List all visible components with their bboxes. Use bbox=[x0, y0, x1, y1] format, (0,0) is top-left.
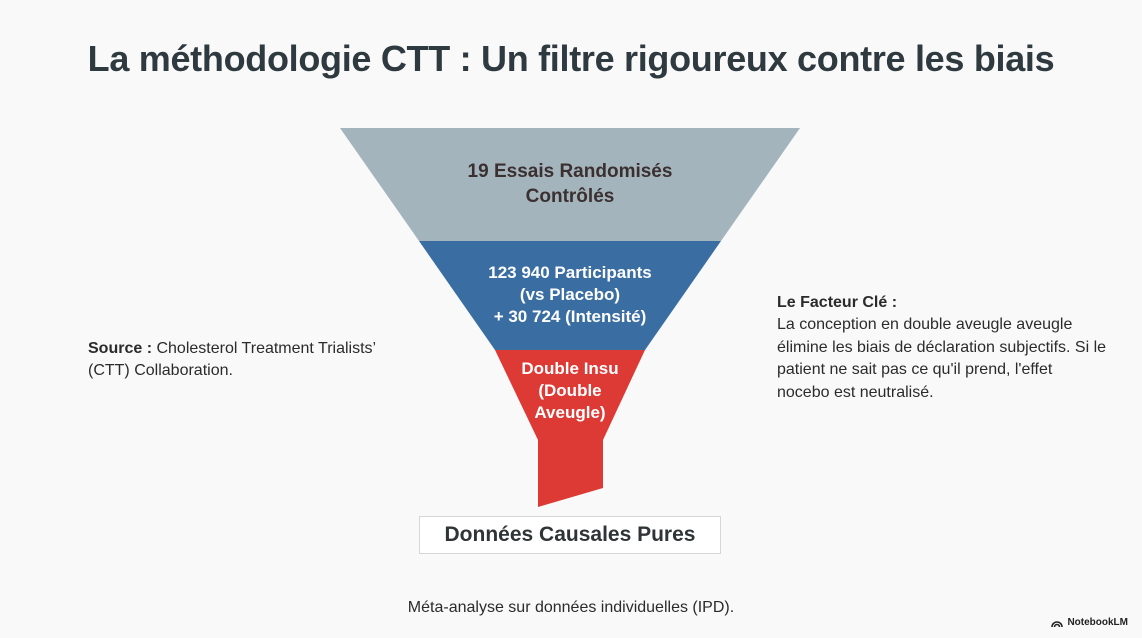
funnel-band-participants bbox=[419, 241, 721, 350]
source-label: Source : bbox=[88, 340, 153, 357]
funnel-label-double-blind-line3: Aveugle) bbox=[534, 403, 606, 423]
key-factor-label: Le Facteur Clé : bbox=[777, 294, 898, 311]
funnel-label-trials-line2: Contrôlés bbox=[525, 185, 615, 207]
notebooklm-logo-icon bbox=[1051, 620, 1064, 627]
key-factor-note: Le Facteur Clé : La conception en double… bbox=[777, 292, 1107, 404]
funnel-label-participants: 123 940 Participants (vs Placebo) + 30 7… bbox=[420, 262, 720, 328]
funnel-label-double-blind: Double Insu (Double Aveugle) bbox=[470, 358, 670, 424]
funnel-label-participants-line1: 123 940 Participants bbox=[488, 263, 652, 282]
footer-note: Méta-analyse sur données individuelles (… bbox=[407, 599, 735, 616]
brand-name: NotebookLM bbox=[1067, 617, 1128, 628]
funnel-label-double-blind-line1: Double Insu bbox=[521, 359, 619, 378]
funnel-label-double-blind-line2: (Double bbox=[538, 381, 602, 401]
funnel-label-trials-line1: 19 Essais Randomisés bbox=[467, 161, 673, 182]
funnel-output-box: Données Causales Pures bbox=[419, 516, 721, 554]
funnel-band-double-blind bbox=[495, 350, 645, 507]
funnel-band-trials bbox=[340, 128, 800, 241]
funnel-label-participants-line2: (vs Placebo) bbox=[519, 285, 621, 305]
source-note: Source : Cholesterol Treatment Trialists… bbox=[88, 338, 388, 383]
funnel-label-participants-line3: + 30 724 (Intensité) bbox=[493, 307, 647, 327]
key-factor-text: La conception en double aveugle aveugle … bbox=[777, 316, 1107, 401]
source-text: Cholesterol Treatment Trialists’ (CTT) C… bbox=[88, 340, 376, 380]
funnel-label-trials: 19 Essais Randomisés Contrôlés bbox=[400, 160, 740, 209]
brand-watermark: NotebookLM bbox=[1051, 617, 1128, 628]
slide-title: La méthodologie CTT : Un filtre rigoureu… bbox=[87, 38, 1055, 79]
